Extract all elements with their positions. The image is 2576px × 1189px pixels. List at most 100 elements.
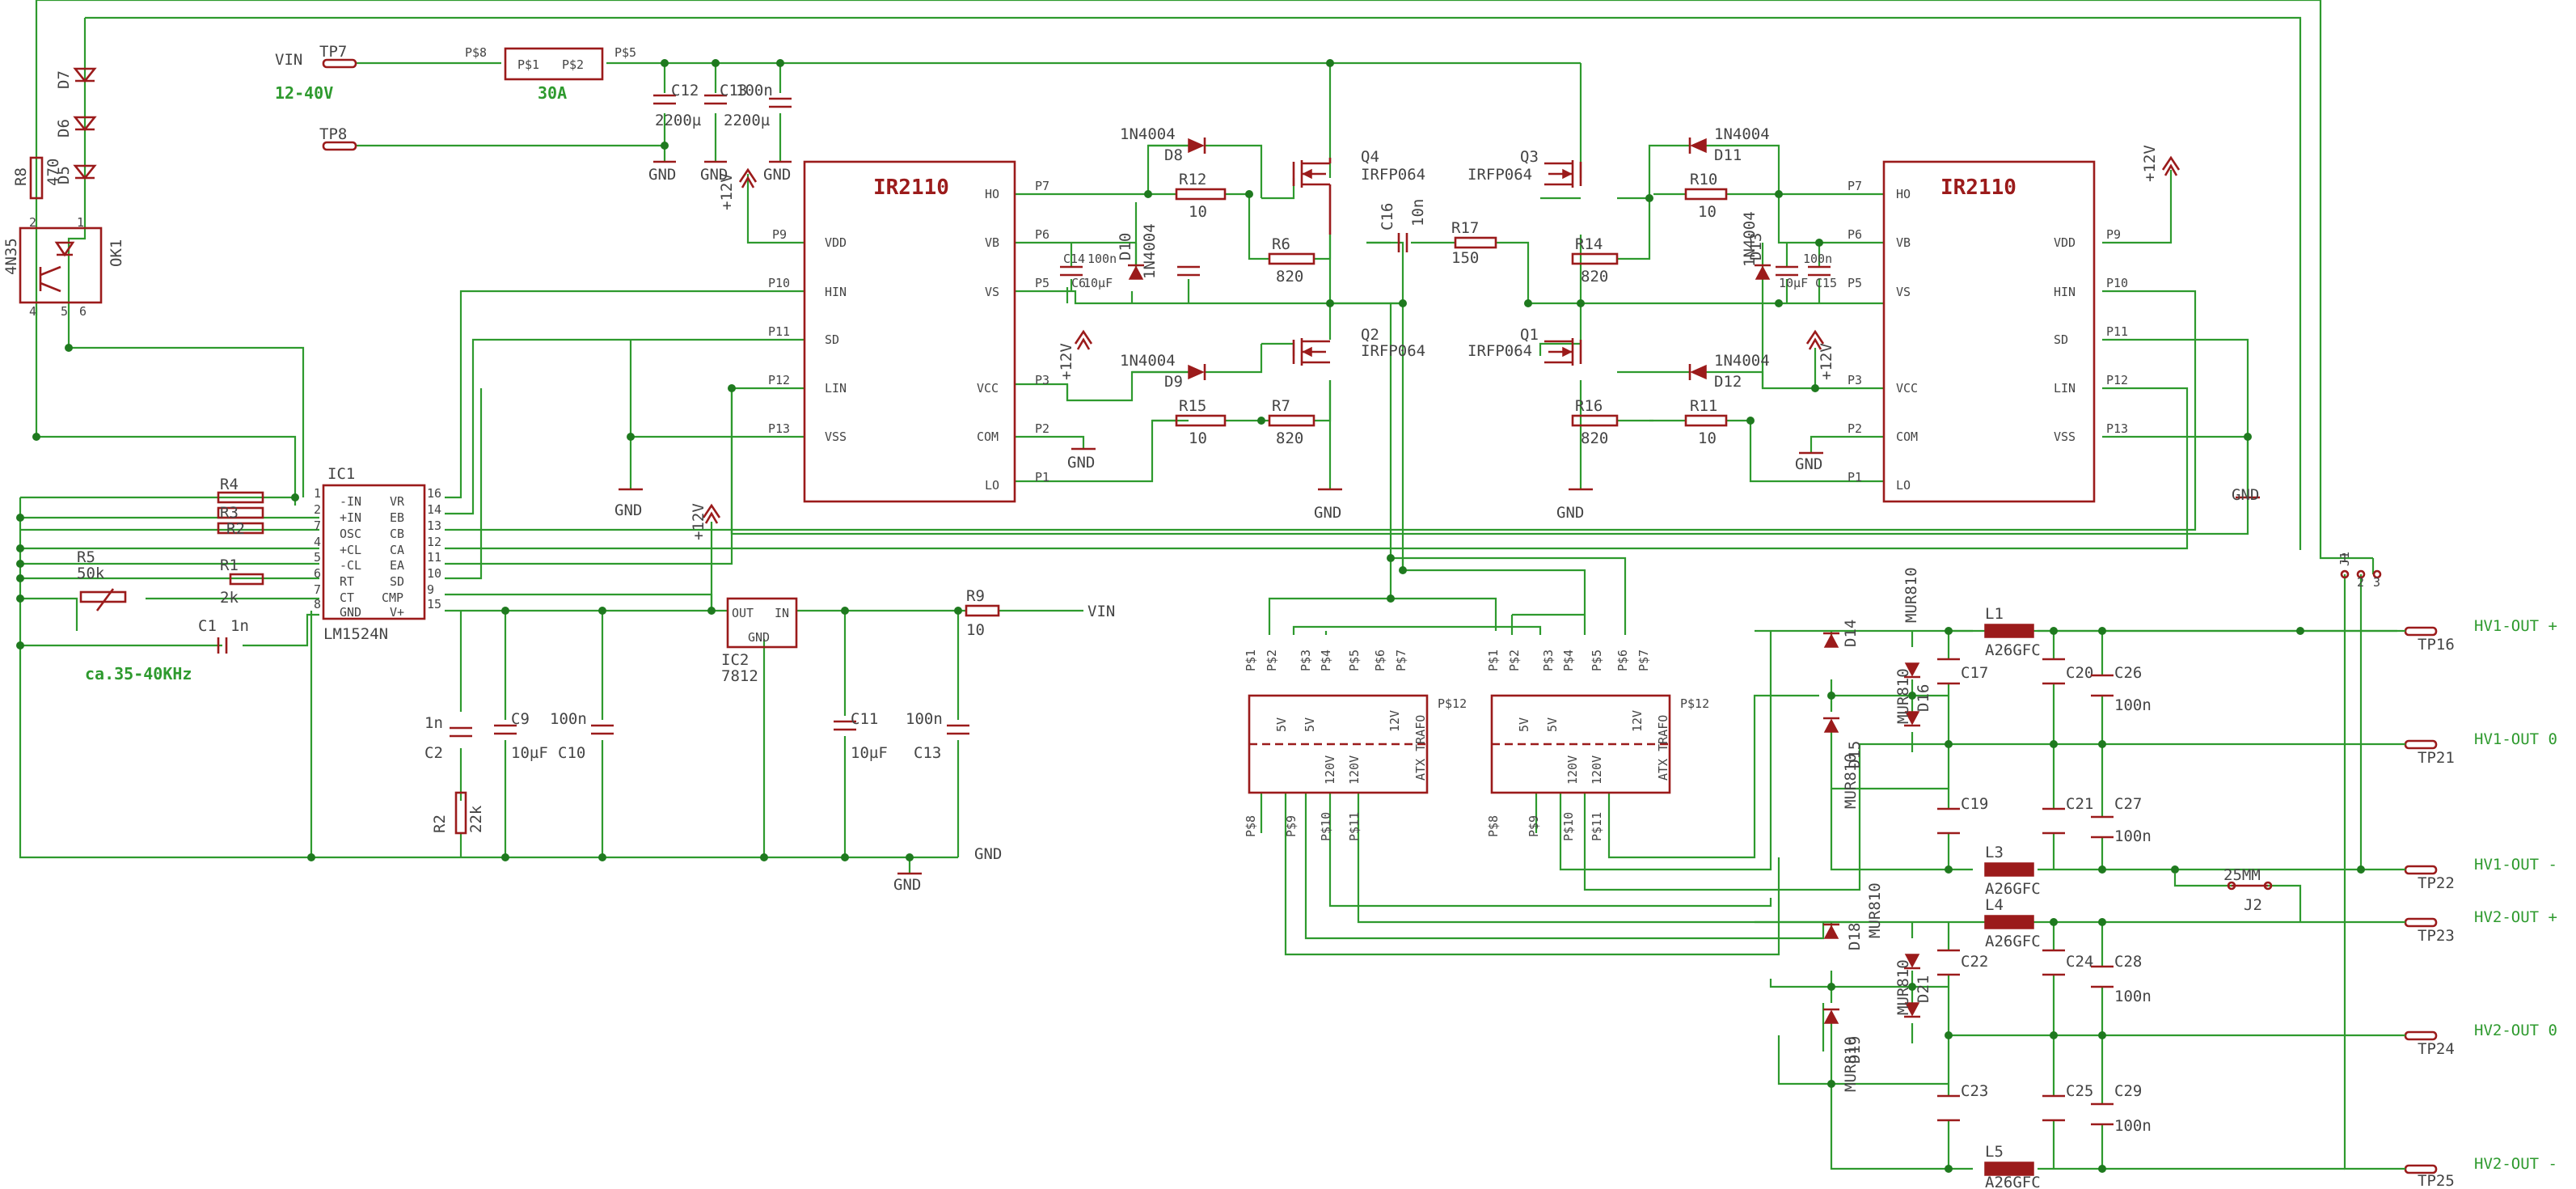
atx-pin: P$5 — [1590, 650, 1604, 671]
atx-right-name: ATX TRAFO — [1656, 715, 1670, 781]
d13-label: D13 — [1747, 233, 1765, 260]
tp-label: TP16 — [2418, 636, 2455, 654]
tp8-test-point — [322, 141, 357, 151]
c13b-label: C13 — [914, 744, 941, 762]
ok1-pin-6: 6 — [79, 304, 87, 319]
r7-value: 820 — [1276, 429, 1303, 447]
atx-pin: P$3 — [1299, 650, 1313, 671]
l1-part: A26GFC — [1985, 641, 2041, 659]
c29-label: C29 — [2114, 1082, 2142, 1100]
r4-resistor — [217, 491, 264, 504]
r3-resistor — [217, 506, 264, 519]
q4-mosfet — [1292, 158, 1332, 235]
fuse-out-pin: P$5 — [614, 45, 636, 60]
ic1-body — [322, 484, 426, 620]
d15-part: MUR810 — [1842, 753, 1860, 809]
outputs: TP16 HV1-OUT + TP21 HV1-OUT 0 TP22 HV1-O… — [2397, 617, 2557, 1189]
pin-com: COM — [1896, 429, 1918, 444]
regulator-ic2: OUT IN GND IC2 7812 R9 10 VIN +12V — [690, 503, 1115, 685]
atx-pin: P$7 — [1636, 650, 1651, 671]
r2x-resistor — [217, 522, 264, 535]
j2-value: 25MM — [2223, 866, 2261, 884]
output-row: TP21 HV1-OUT 0 — [2404, 730, 2557, 767]
atx-pin: P$4 — [1319, 650, 1333, 671]
d21-label: D21 — [1915, 975, 1932, 1003]
d19-part: MUR810 — [1842, 1036, 1860, 1092]
d16-label: D16 — [1915, 684, 1932, 712]
pin-num: P12 — [2106, 373, 2128, 387]
atx-5v: 5V — [1545, 717, 1560, 732]
rectifier-bottom: D18 MUR810 D19 MUR810 MUR810 D21 C22 C23… — [1823, 882, 2152, 1135]
atx-5v: 5V — [1274, 717, 1289, 732]
ic1-pin-name: VR — [390, 494, 405, 509]
d14-part: MUR810 — [1902, 567, 1920, 623]
d6-label: D6 — [55, 119, 73, 138]
atx-trafo-left: P$1 P$2 P$3 P$4 P$5 P$6 P$7 P$8 P$9 P$10… — [1244, 650, 1467, 841]
wires — [19, 0, 2397, 1170]
ic2-gnd: GND — [748, 630, 770, 645]
atx-pin: P$10 — [1561, 812, 1576, 841]
tp7-test-point — [322, 58, 357, 69]
ic1-pin-num: 4 — [314, 535, 321, 549]
atx-pin: P$8 — [1244, 815, 1258, 837]
output-label: HV1-OUT 0 — [2474, 730, 2557, 748]
gnd-label-5: GND — [974, 845, 1002, 863]
pin-num: P3 — [1035, 373, 1049, 387]
ic1-pin-name: CA — [390, 543, 404, 557]
atx-pin: P$8 — [1486, 815, 1501, 837]
vin-label: VIN — [275, 51, 302, 69]
fuse-p2: P$2 — [562, 57, 584, 72]
c11-label: C11 — [851, 710, 878, 728]
r16-resistor — [1571, 414, 1619, 427]
pin-hin: HIN — [2054, 285, 2076, 299]
pin-sd: SD — [2054, 332, 2068, 347]
ic1-pin-name: SD — [390, 574, 404, 589]
ic2-part: 7812 — [721, 667, 758, 685]
atx-120v: 120V — [1323, 755, 1337, 785]
c27-value: 100n — [2114, 827, 2152, 845]
plus12-right-vdd: +12V — [2141, 145, 2181, 182]
gnd-label-4: GND — [893, 876, 921, 894]
c11-value: 10µF — [851, 744, 888, 762]
r2-resistor — [454, 791, 467, 835]
freq-note: ca.35-40KHz — [85, 664, 192, 683]
d5-label: D5 — [55, 166, 73, 184]
atx-pin: P$1 — [1486, 650, 1501, 671]
ic1-pin-name: +CL — [340, 543, 361, 557]
output-row: TP22 HV1-OUT - — [2404, 856, 2557, 892]
atx-pin: P$11 — [1347, 812, 1362, 841]
pin-vdd: VDD — [2054, 235, 2076, 250]
optocoupler-ok1: D7 D6 D5 R8 470 4N35 OK1 1 2 4 5 6 — [2, 67, 125, 319]
atx-pin: P$7 — [1394, 650, 1408, 671]
r16-label: R16 — [1575, 397, 1603, 415]
ok1-pin-5: 5 — [61, 304, 68, 319]
gnd-label-6: GND — [1067, 454, 1095, 472]
pin-num: P1 — [1848, 470, 1862, 484]
pin-num: P7 — [1035, 179, 1049, 193]
pin-num: P6 — [1848, 227, 1862, 242]
j1-pin: 3 — [2373, 575, 2380, 590]
c12-value: 2200µ — [655, 112, 701, 129]
q3-part: IRFP064 — [1467, 166, 1532, 184]
d12-part: 1N4004 — [1714, 352, 1770, 370]
c19-label: C19 — [1961, 795, 1988, 813]
r12-label: R12 — [1179, 171, 1206, 188]
atx-pin: P$9 — [1284, 815, 1299, 837]
pin-num: P2 — [1848, 421, 1862, 436]
plus12-label-a: +12V — [718, 173, 736, 210]
c12-label: C12 — [671, 82, 699, 99]
ic1-pin-num: 12 — [427, 535, 441, 549]
tp-label: TP22 — [2418, 874, 2455, 892]
atx-pin: P$10 — [1319, 812, 1333, 841]
ic1-pin-num: 7 — [314, 582, 321, 597]
regulator-caps: 1n C2 R2 22k C9 10µF 100n C10 C11 10µF 1… — [424, 710, 1002, 894]
gnd-label-11: GND — [1556, 504, 1584, 522]
r15-label: R15 — [1179, 397, 1206, 415]
fuse-p1: P$1 — [517, 57, 539, 72]
d9-part: 1N4004 — [1120, 352, 1176, 370]
pin-num: P13 — [2106, 421, 2128, 436]
ic1-pin-num: 13 — [427, 518, 441, 533]
pin-lo: LO — [985, 478, 999, 493]
d13-part: 1N4004 — [1741, 211, 1759, 267]
gnd-bridge: GND GND — [1314, 488, 1593, 522]
